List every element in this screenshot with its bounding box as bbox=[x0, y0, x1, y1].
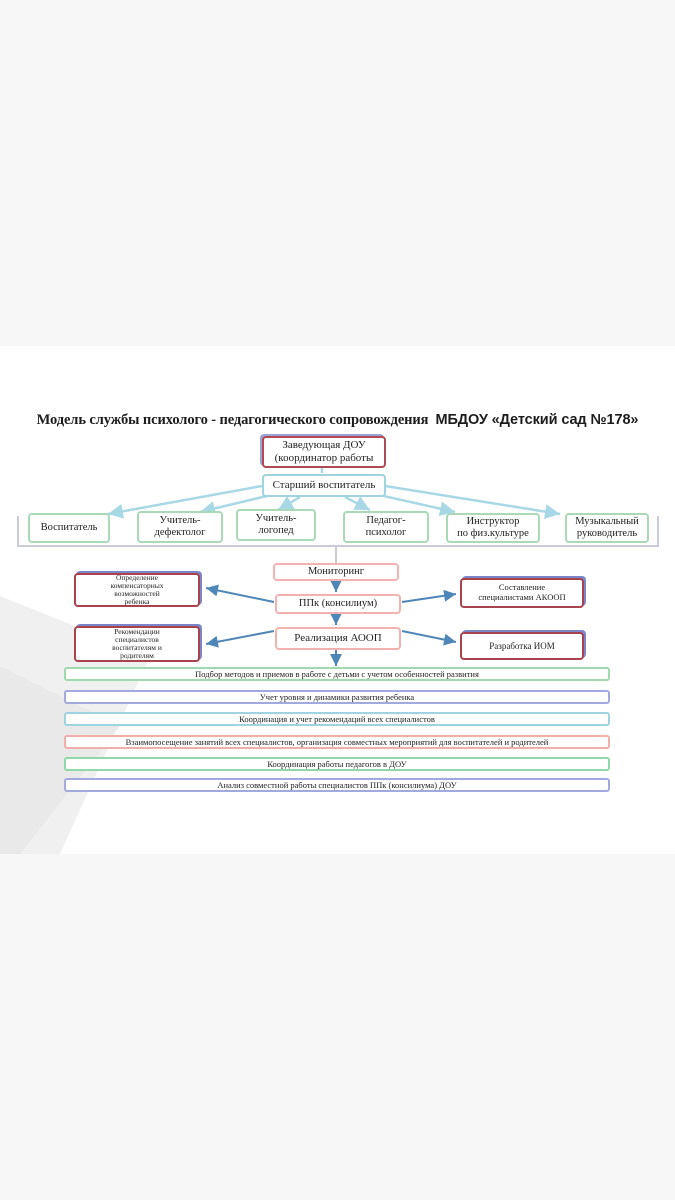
connector-fan-6 bbox=[384, 484, 561, 520]
arrow-aoop-iom bbox=[401, 630, 457, 646]
bar-coordination-recommendations: Координация и учет рекомендаций всех спе… bbox=[64, 712, 610, 726]
connector-fan-1 bbox=[107, 484, 263, 519]
bar-joint-analysis: Анализ совместной работы специалистов ПП… bbox=[64, 778, 610, 792]
specialist-defectologist: Учитель- дефектолог bbox=[137, 511, 223, 543]
connector-fan-4 bbox=[344, 495, 371, 512]
specialist-music-director: Музыкальный руководитель bbox=[565, 513, 649, 543]
recommendations-box: Рекомендации специалистов воспитателям и… bbox=[74, 626, 200, 662]
connector-fan-2 bbox=[199, 492, 276, 516]
connectors bbox=[17, 468, 659, 666]
diagram-panel: Модель службы психолого - педагогическог… bbox=[0, 346, 675, 854]
diagram-title: Модель службы психолого - педагогическог… bbox=[0, 412, 675, 429]
specialist-educator: Воспитатель bbox=[28, 513, 110, 543]
title-main: Модель службы психолого - педагогическог… bbox=[36, 412, 429, 428]
bar-methods: Подбор методов и приемов в работе с деть… bbox=[64, 667, 610, 681]
senior-label: Старший воспитатель bbox=[272, 479, 376, 492]
monitoring-box: Мониторинг bbox=[273, 563, 399, 581]
senior-box: Старший воспитатель bbox=[262, 474, 386, 497]
connector-fan-3 bbox=[277, 495, 301, 512]
title-org: МБДОУ «Детский сад №178» bbox=[435, 412, 639, 428]
arrow-aoop-recommendations bbox=[205, 630, 275, 648]
specialist-psychologist: Педагог- психолог bbox=[343, 511, 429, 543]
arrow-ppk-akoop bbox=[401, 589, 457, 603]
bar-coordination-teachers: Координация работы педагогов в ДОУ bbox=[64, 757, 610, 771]
connector-fan-5 bbox=[374, 492, 456, 517]
arrow-ppk-compensatory bbox=[205, 584, 275, 603]
specialist-speech-therapist: Учитель- логопед bbox=[236, 509, 316, 541]
bar-development-tracking: Учет уровня и динамики развития ребенка bbox=[64, 690, 610, 704]
ppk-box: ППк (консилиум) bbox=[275, 594, 401, 614]
head-box: Заведующая ДОУ (координатор работы bbox=[262, 436, 386, 468]
specialists-bracket bbox=[17, 516, 659, 547]
specialist-pe-instructor: Инструктор по физ.культуре bbox=[446, 513, 540, 543]
compensatory-box: Определение компенсаторных возможностей … bbox=[74, 573, 200, 607]
aoop-box: Реализация АООП bbox=[275, 627, 401, 650]
akoop-box: Составление специалистами АКООП bbox=[460, 578, 584, 608]
bar-mutual-visits: Взаимопосещение занятий всех специалисто… bbox=[64, 735, 610, 749]
head-label: Заведующая ДОУ (координатор работы bbox=[274, 439, 374, 464]
iom-box: Разработка ИОМ bbox=[460, 632, 584, 660]
